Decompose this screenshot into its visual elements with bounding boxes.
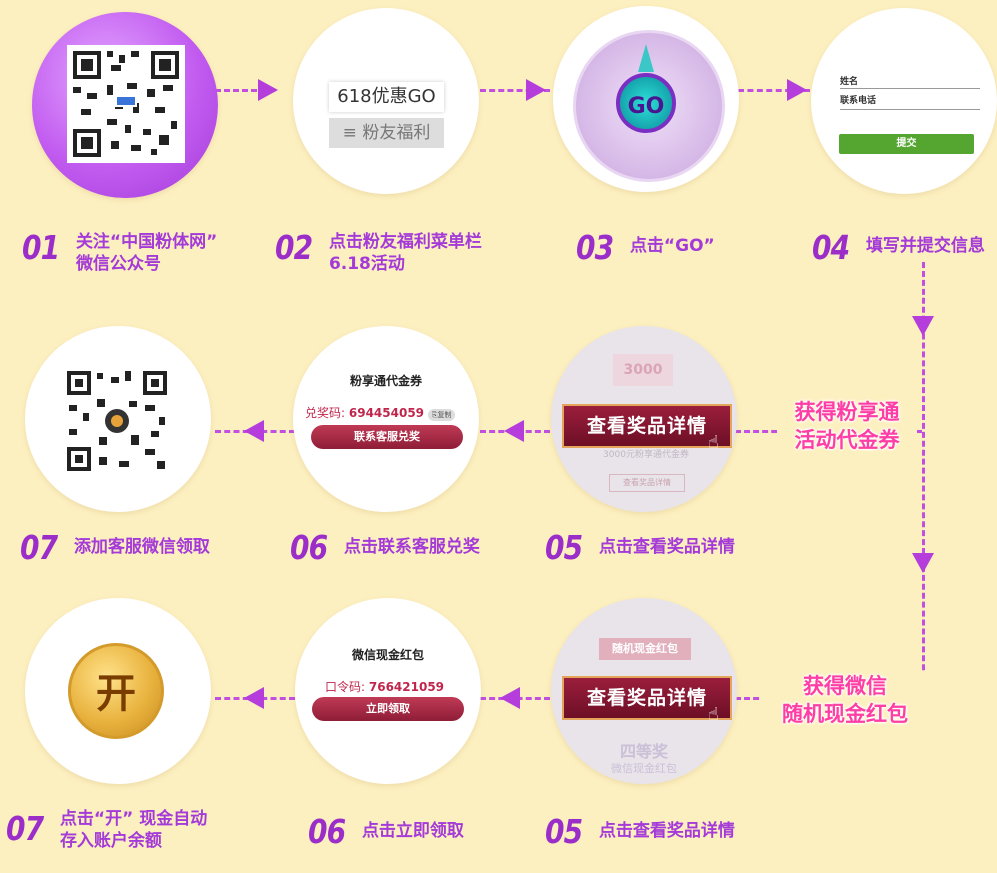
step-number: 06: [308, 815, 345, 849]
side-label-line: 活动代金券: [795, 428, 900, 452]
prize-bg-desc: 3000元粉享通代金券: [581, 447, 711, 460]
step-number: 04: [812, 231, 849, 265]
prize-bg-button: 查看奖品详情: [609, 474, 685, 492]
go-button[interactable]: GO: [616, 73, 676, 133]
prize-bg-amount: 3000: [613, 354, 673, 386]
step-text: 点击联系客服兑奖: [344, 536, 480, 558]
view-prize-details-button[interactable]: 查看奖品详情: [562, 676, 732, 720]
open-coin-button[interactable]: 开: [68, 643, 164, 739]
prize-bg-banner: 随机现金红包: [599, 638, 691, 660]
side-label-voucher: 获得粉享通活动代金券: [777, 398, 917, 454]
step-05-b: 05 点击查看奖品详情: [545, 815, 735, 849]
redpacket-code-row: 口令码: 766421059: [325, 678, 444, 695]
phone-field[interactable]: [840, 109, 980, 110]
step-text: 填写并提交信息: [866, 235, 985, 257]
step-07-a: 07 添加客服微信领取: [20, 531, 210, 565]
step-04: 04 填写并提交信息: [812, 231, 985, 265]
side-label-line: 随机现金红包: [782, 702, 908, 726]
step-number: 06: [290, 531, 327, 565]
step-text: 点击查看奖品详情: [599, 820, 735, 842]
step-7-circle: [25, 326, 211, 512]
step-3-circle: GO: [553, 6, 739, 192]
copy-button[interactable]: ⎘复制: [428, 409, 456, 421]
voucher-code-row: 兑奖码: 694454059 ⎘复制: [305, 404, 455, 421]
qr-code-icon: [67, 45, 185, 163]
contact-service-button[interactable]: 联系客服兑奖: [311, 425, 463, 449]
side-label-redpacket: 获得微信随机现金红包: [760, 672, 930, 728]
arrow-left-icon: [244, 687, 264, 709]
arrow-left-icon: [504, 420, 524, 442]
step-number: 03: [576, 231, 613, 265]
voucher-code-label: 兑奖码:: [305, 406, 345, 420]
prize-bg-desc: 微信现金红包: [551, 760, 737, 776]
voucher-title: 粉享通代金券: [293, 372, 479, 389]
arrow-right-icon: [258, 79, 278, 101]
step-text: 添加客服微信领取: [74, 536, 210, 558]
step-text-line: 点击粉友福利菜单栏: [329, 232, 482, 252]
menu-item-fans-welfare[interactable]: ≡ 粉友福利: [329, 118, 444, 148]
redpacket-code-label: 口令码:: [325, 680, 365, 694]
step-number: 07: [6, 812, 43, 846]
step-text-line: 存入账户余额: [60, 831, 162, 851]
step-text: 点击“GO”: [630, 235, 715, 257]
arrow-down-icon: [912, 553, 934, 573]
step-03: 03 点击“GO”: [576, 231, 715, 265]
step-number: 01: [22, 231, 59, 265]
step-number: 05: [545, 531, 582, 565]
redpacket-code: 766421059: [369, 680, 444, 694]
step-2-circle: 618优惠GO ≡ 粉友福利: [293, 8, 479, 194]
arrow-left-icon: [500, 687, 520, 709]
phone-field-label: 联系电话: [840, 93, 876, 106]
step-number: 02: [275, 231, 312, 265]
arrow-right-icon: [526, 79, 546, 101]
step-1-circle: [32, 12, 218, 198]
step-4-circle: 姓名 联系电话 提交: [811, 8, 997, 194]
step-05-a: 05 点击查看奖品详情: [545, 531, 735, 565]
name-field[interactable]: [840, 88, 980, 89]
step-7b-circle: 开: [25, 598, 211, 784]
qr-code-icon: [65, 369, 169, 473]
redpacket-title: 微信现金红包: [295, 646, 481, 663]
prize-bg-level: 四等奖: [551, 738, 737, 762]
step-number: 07: [20, 531, 57, 565]
step-text: 点击“开” 现金自动存入账户余额: [60, 808, 207, 852]
name-field-label: 姓名: [840, 74, 858, 87]
step-01: 01 关注“中国粉体网”微信公众号: [22, 231, 217, 275]
step-6-circle: 粉享通代金券 兑奖码: 694454059 ⎘复制 联系客服兑奖: [293, 326, 479, 512]
step-06-b: 06 点击立即领取: [308, 815, 464, 849]
arrow-down-icon: [912, 316, 934, 336]
step-text-line: 点击“开” 现金自动: [60, 809, 207, 829]
copy-button-label: 复制: [437, 411, 451, 419]
arrow-left-icon: [244, 420, 264, 442]
step-text-line: 6.18活动: [329, 254, 405, 274]
step-6b-circle: 微信现金红包 口令码: 766421059 立即领取: [295, 598, 481, 784]
side-label-line: 获得粉享通: [795, 400, 900, 424]
hand-cursor-icon: ☝: [708, 432, 719, 453]
pointer-icon: [638, 44, 654, 72]
submit-button[interactable]: 提交: [839, 134, 974, 154]
step-text: 关注“中国粉体网”微信公众号: [76, 231, 217, 275]
step-07-b: 07 点击“开” 现金自动存入账户余额: [6, 808, 207, 852]
menu-item-618[interactable]: 618优惠GO: [329, 82, 444, 112]
receive-now-button[interactable]: 立即领取: [312, 697, 464, 721]
step-text-line: 微信公众号: [76, 254, 161, 274]
step-text-line: 关注“中国粉体网”: [76, 232, 217, 252]
step-text: 点击查看奖品详情: [599, 536, 735, 558]
view-prize-details-button[interactable]: 查看奖品详情: [562, 404, 732, 448]
step-number: 05: [545, 815, 582, 849]
arrow-right-icon: [787, 79, 807, 101]
step-text: 点击立即领取: [362, 820, 464, 842]
step-06-a: 06 点击联系客服兑奖: [290, 531, 480, 565]
side-label-line: 获得微信: [803, 674, 887, 698]
voucher-code: 694454059: [349, 406, 424, 420]
hand-cursor-icon: ☝: [708, 704, 719, 725]
